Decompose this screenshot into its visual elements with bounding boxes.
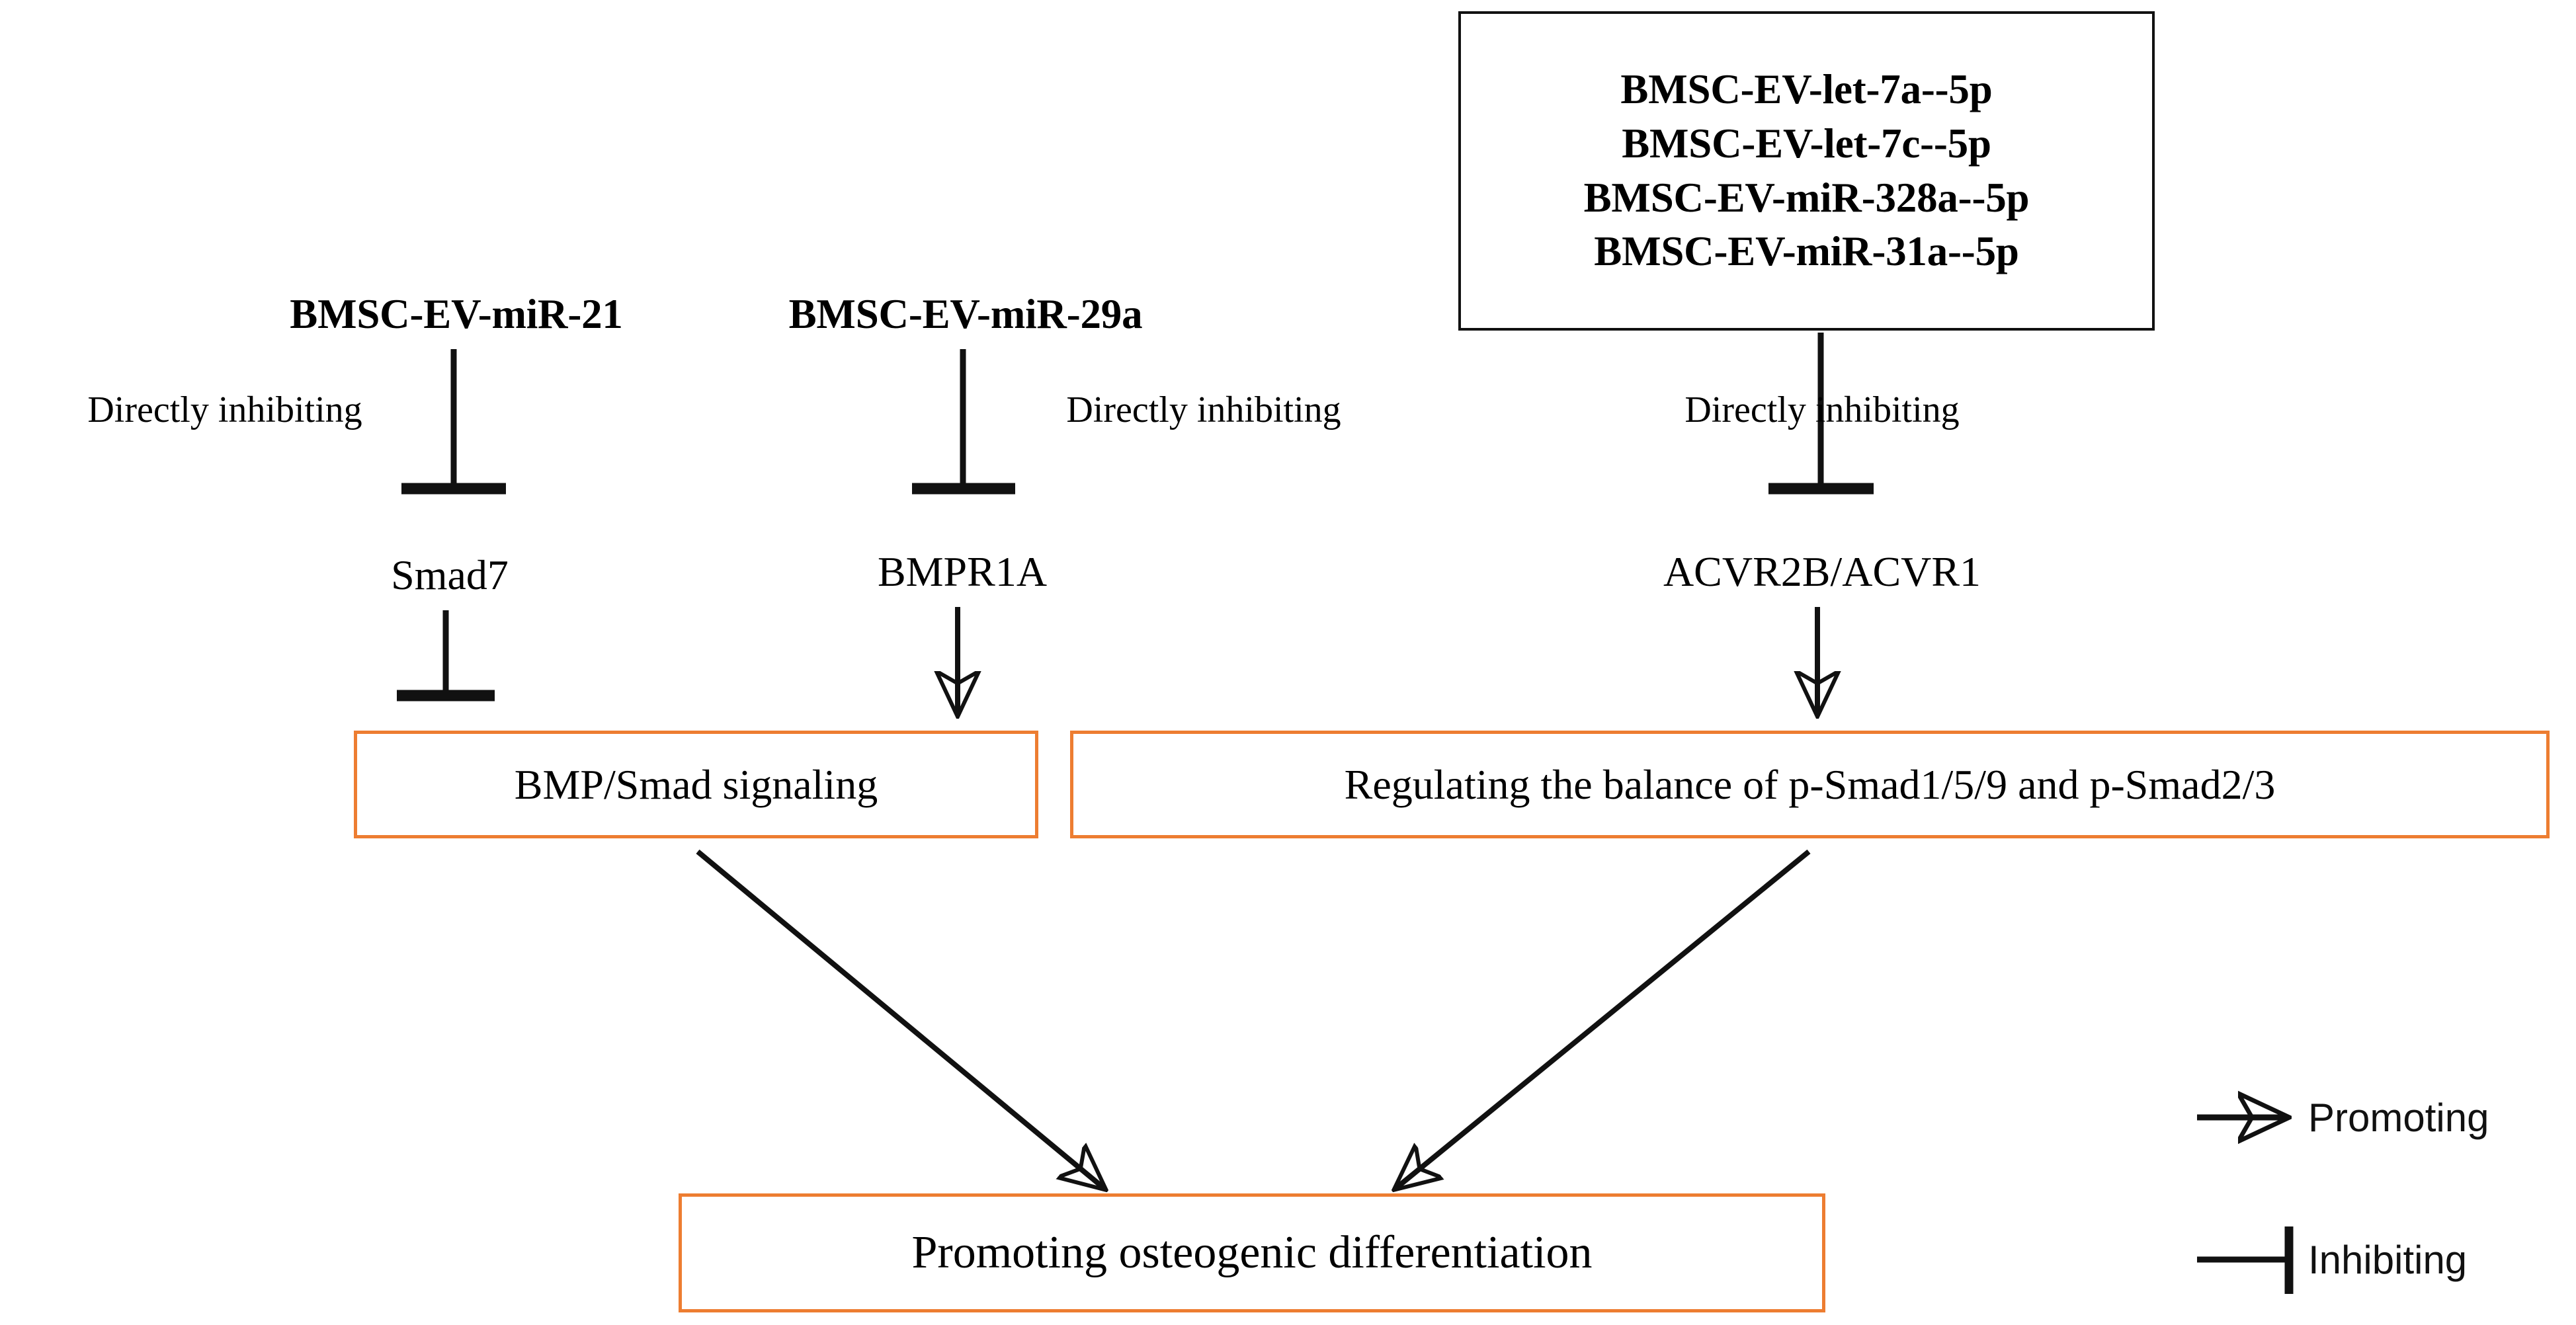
- source-mirna-line-4: BMSC-EV-miR-31a--5p: [1594, 228, 2019, 275]
- edge-smadbalance-promotes-osteogenesis: [1397, 849, 1811, 1187]
- process-box-smad-balance: Regulating the balance of p-Smad1/5/9 an…: [1070, 731, 2550, 838]
- source-mirna-line-2: BMSC-EV-let-7c--5p: [1622, 120, 1991, 167]
- process-box-bmp-smad-signaling: BMP/Smad signaling: [354, 731, 1038, 838]
- source-mirna-box: BMSC-EV-let-7a--5p BMSC-EV-let-7c--5p BM…: [1458, 11, 2155, 331]
- source-label-mir-29a: BMSC-EV-miR-29a: [788, 290, 1143, 337]
- legend-tee-bar-icon: [2197, 1226, 2294, 1294]
- edge-smad7-inhibits-bmpsmad: [397, 610, 495, 702]
- legend-label-inhibiting: Inhibiting: [2308, 1237, 2468, 1282]
- target-label-acvr2b-acvr1: ACVR2B/ACVR1: [1663, 548, 1981, 596]
- relation-label-mir29a: Directly inhibiting: [1066, 389, 1341, 430]
- relation-label-mirnabox: Directly inhibiting: [1684, 389, 1960, 430]
- source-mirna-line-1: BMSC-EV-let-7a--5p: [1620, 65, 1993, 112]
- legend-label-promoting: Promoting: [2308, 1095, 2489, 1140]
- target-label-smad7: Smad7: [391, 551, 509, 599]
- edge-bmpsmad-promotes-osteogenesis: [696, 849, 1103, 1187]
- outcome-box-osteogenic-differentiation: Promoting osteogenic differentiation: [679, 1193, 1825, 1312]
- relation-label-mir21: Directly inhibiting: [87, 389, 362, 430]
- target-label-bmpr1a: BMPR1A: [877, 548, 1048, 596]
- source-label-mir-21: BMSC-EV-miR-21: [290, 290, 623, 337]
- source-mirna-line-3: BMSC-EV-miR-328a--5p: [1583, 174, 2030, 221]
